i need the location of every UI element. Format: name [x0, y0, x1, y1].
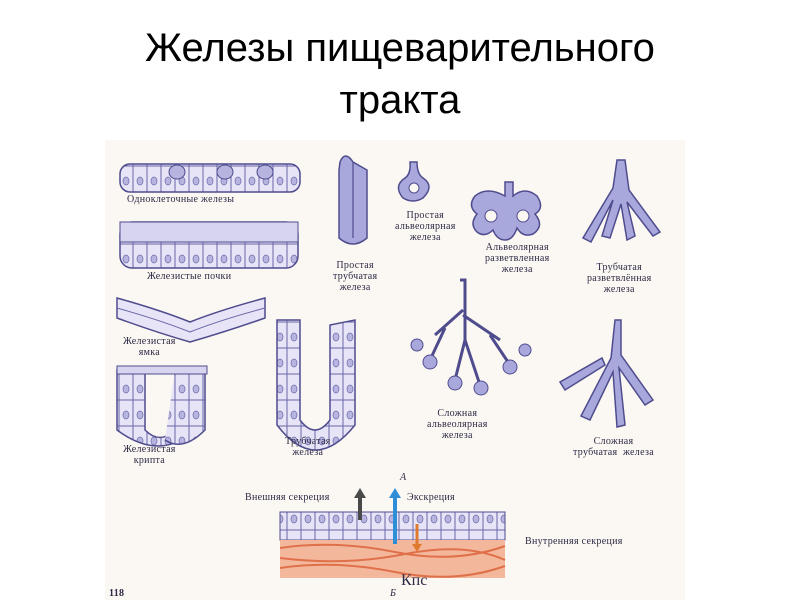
- gland-diagram: [116, 155, 662, 578]
- label-glandular-pit: Железистая ямка: [123, 336, 176, 358]
- tubular-gland-section: [276, 319, 356, 451]
- complex-tubular-gland: [558, 319, 655, 428]
- label-glandular-crypt: Железистая крипта: [123, 444, 176, 466]
- label-panel-a: А: [400, 472, 407, 483]
- label-kps: Кпс: [401, 572, 428, 589]
- branched-tubular-gland: [581, 159, 662, 243]
- label-internal-secretion: Внутренняя секреция: [525, 536, 623, 547]
- label-branched-alveolar: Альвеолярная разветвленная железа: [485, 242, 550, 275]
- label-complex-tubular: Сложная трубчатая железа: [573, 436, 654, 458]
- glandular-buds: [119, 221, 299, 269]
- glandular-pit: [116, 297, 266, 343]
- label-simple-alveolar: Простая альвеолярная железа: [395, 210, 456, 243]
- branched-alveolar-gland: [470, 181, 542, 241]
- label-unicellular: Одноклеточные железы: [127, 194, 235, 205]
- simple-tubular-gland: [338, 155, 368, 245]
- label-external-secretion: Внешняя секреция: [245, 492, 330, 503]
- complex-alveolar-gland: [410, 278, 532, 396]
- slide-title: Железы пищеварительного тракта: [0, 22, 800, 126]
- label-complex-alveolar: Сложная альвеолярная железа: [427, 408, 488, 441]
- secretion-panel: [279, 488, 506, 578]
- page-number: 118: [109, 588, 125, 599]
- label-simple-tubular: Простая трубчатая железа: [333, 260, 378, 293]
- gland-types-figure: Одноклеточные железы Железистые почки Же…: [105, 140, 685, 600]
- label-excretion: Экскреция: [407, 492, 455, 503]
- unicellular-epithelium: [119, 163, 301, 193]
- title-line-1: Железы пищеварительного: [145, 26, 655, 70]
- label-glandular-buds: Железистые почки: [147, 271, 232, 282]
- label-branched-tubular: Трубчатая разветвлённая железа: [587, 262, 652, 295]
- label-panel-b: Б: [390, 588, 397, 599]
- label-tubular-gland: Трубчатая железа: [285, 436, 331, 458]
- title-line-2: тракта: [339, 78, 461, 122]
- glandular-crypt: [116, 365, 208, 447]
- simple-alveolar-gland: [397, 161, 430, 202]
